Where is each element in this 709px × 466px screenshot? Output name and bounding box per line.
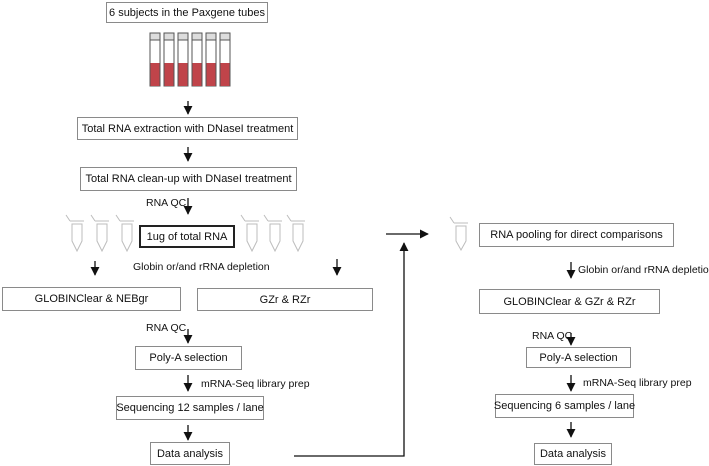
polya-box: Poly-A selection: [526, 347, 631, 368]
rna-qc-label: RNA QC: [146, 197, 187, 209]
globinclear-nebgr-box: GLOBINClear & NEBgr: [2, 287, 181, 311]
sequencing-box: Sequencing 6 samples / lane: [494, 394, 635, 418]
paxgene-tubes: [149, 32, 231, 87]
paxgene-tube-icon: [163, 32, 175, 87]
library-prep-label: mRNA-Seq library prep: [201, 378, 310, 390]
pooling-box: RNA pooling for direct comparisons: [479, 223, 674, 247]
data-analysis-box: Data analysis: [534, 443, 612, 465]
depletion-label: Globin or/and rRNA depletion: [133, 261, 270, 273]
sequencing-box: Sequencing 12 samples / lane: [116, 396, 264, 420]
paxgene-tube-icon: [205, 32, 217, 87]
arrow: [294, 242, 409, 457]
globinclear-gzr-rzr-box: GLOBINClear & GZr & RZr: [479, 289, 660, 314]
microcentrifuge-tube-icon: [263, 214, 282, 253]
extraction-box: Total RNA extraction with DNaseI treatme…: [77, 117, 298, 140]
cleanup-box: Total RNA clean-up with DNaseI treatment: [80, 167, 297, 191]
rna-qc-label: RNA QC: [532, 330, 573, 342]
paxgene-tube-icon: [149, 32, 161, 87]
microcentrifuge-tube-icon: [65, 214, 84, 253]
library-prep-label: mRNA-Seq library prep: [583, 377, 692, 389]
paxgene-tube-icon: [219, 32, 231, 87]
microcentrifuge-tube-icon: [286, 214, 305, 253]
microcentrifuge-tube-icon: [240, 214, 259, 253]
rna-qc-label: RNA QC: [146, 322, 187, 334]
gzr-rzr-box: GZr & RZr: [197, 288, 373, 311]
paxgene-tube-icon: [191, 32, 203, 87]
subjects-box: 6 subjects in the Paxgene tubes: [106, 2, 268, 23]
data-analysis-box: Data analysis: [150, 442, 230, 465]
microcentrifuge-tube-icon: [449, 216, 468, 252]
microcentrifuge-tube-icon: [90, 214, 109, 253]
total-rna-box: 1ug of total RNA: [139, 225, 235, 248]
small-tubes-left: [65, 214, 134, 253]
small-tubes-right: [240, 214, 305, 253]
polya-box: Poly-A selection: [135, 346, 242, 370]
microcentrifuge-tube-icon: [115, 214, 134, 253]
paxgene-tube-icon: [177, 32, 189, 87]
depletion-label: Globin or/and rRNA depletion: [578, 264, 709, 276]
